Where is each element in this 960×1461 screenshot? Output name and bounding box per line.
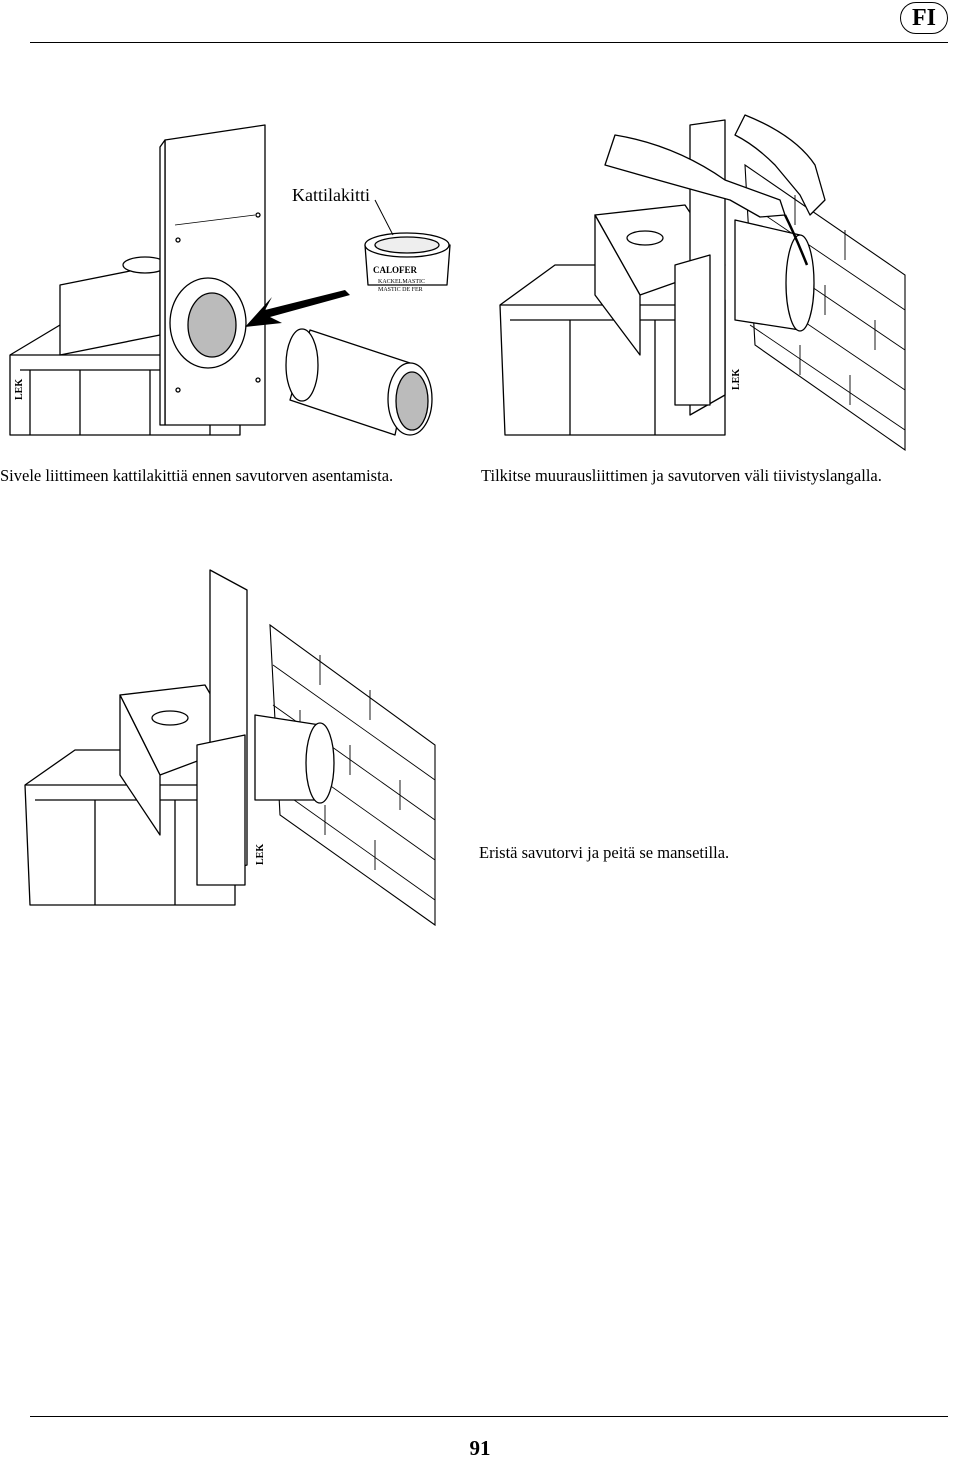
page-number: 91: [469, 1436, 491, 1460]
figure-1-caption: Sivele liittimeen kattilakittiä ennen sa…: [0, 466, 394, 485]
footer-rule: [30, 1416, 948, 1417]
figure-3-illustration: LEK: [24, 569, 436, 927]
side-mark-3: LEK: [255, 844, 266, 865]
can-label-brand: CALOFER: [373, 265, 418, 275]
figure-2-illustration: LEK: [499, 114, 906, 452]
can-label-line3: MASTIC DE FER: [378, 287, 423, 293]
side-mark-1: LEK: [14, 379, 25, 400]
figure-1-illustration: Kattilakitti CALOFER KACKELMASTIC MASTIC…: [9, 124, 451, 436]
figure-2-caption: Tilkitse muurausliittimen ja savutorven …: [481, 466, 882, 485]
callout-label: Kattilakitti: [292, 185, 370, 205]
figure-3-caption: Eristä savutorvi ja peitä se mansetilla.: [479, 843, 730, 862]
can-label-line2: KACKELMASTIC: [378, 279, 425, 285]
language-badge: FI: [900, 2, 948, 34]
side-mark-2: LEK: [731, 369, 742, 390]
header-rule: [30, 42, 948, 43]
